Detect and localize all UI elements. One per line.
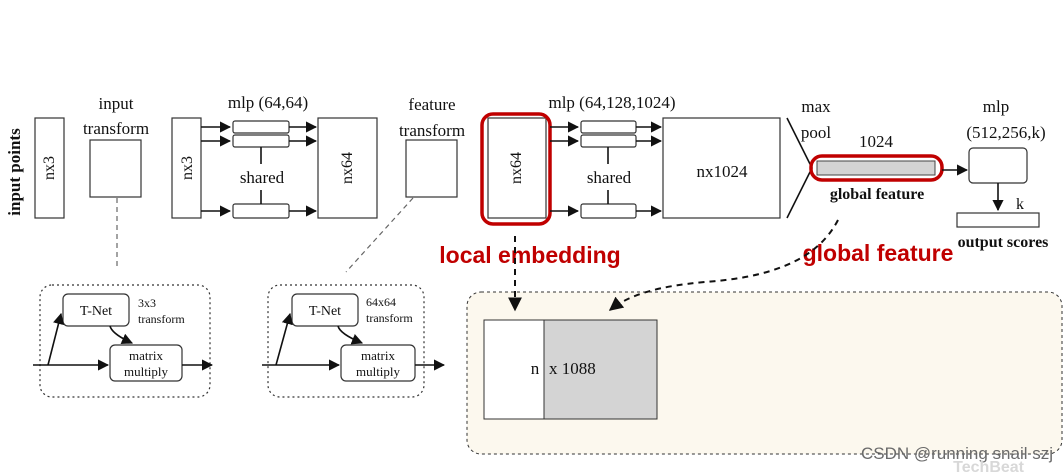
feature-transform-label-1: feature: [408, 95, 455, 114]
feature-tnet-panel: [267, 284, 425, 398]
mlp2-unit-bot: [580, 203, 637, 219]
feature-tnet-label: T-Net: [309, 304, 341, 319]
mlp1-unit-mid: [232, 134, 290, 148]
watermark-text: CSDN @running snail szj: [861, 444, 1053, 463]
mlp3-box: [968, 147, 1028, 184]
input-nx3-box: [34, 117, 65, 219]
local-embedding-highlight: [480, 112, 552, 226]
watermark-logo-text: TechBeat: [953, 459, 1025, 472]
concat-n-label: n: [531, 359, 540, 378]
mlp1-label: mlp (64,64): [228, 93, 308, 112]
transformed-nx3-label: nx3: [179, 156, 196, 180]
concat-dim-label: x 1088: [549, 359, 596, 378]
local-embedding-annotation: local embedding: [439, 242, 620, 268]
input-points-label: input points: [5, 128, 24, 216]
output-scores-label: output scores: [958, 234, 1049, 251]
feature-inset-branch: [275, 312, 293, 366]
mlp2-shared-label: shared: [587, 168, 632, 187]
concat-local-part: [483, 319, 545, 420]
feature-matrix-multiply-box: [340, 344, 416, 382]
max-pool-label-1: max: [801, 97, 831, 116]
feature-transform-box: [405, 139, 458, 198]
global-feature-bar: [816, 160, 936, 176]
input-transform-box: [89, 139, 142, 198]
mlp2-unit-mid: [580, 134, 637, 148]
input-matrix-multiply-1: matrix: [129, 348, 163, 363]
transformed-nx3-box: [171, 117, 202, 219]
global-feature-annotation: global feature: [803, 240, 954, 266]
feature-transform-label-2: transform: [399, 121, 465, 140]
feature-tnet-box: [291, 293, 359, 327]
feature-transform-link: [345, 197, 414, 273]
input-inset-tnet-to-mult: [109, 325, 134, 344]
input-tnet-transform-2: transform: [138, 312, 185, 326]
local-embedding-box: [487, 117, 547, 219]
feature-tnet-transform-2: transform: [366, 311, 413, 325]
global-feature-highlight: [809, 154, 944, 182]
nx1024-box: [662, 117, 781, 219]
nx1024-label: nx1024: [697, 162, 749, 181]
input-tnet-box: [62, 293, 130, 327]
concat-global-part: [543, 319, 658, 420]
input-tnet-label: T-Net: [80, 304, 112, 319]
mlp2-unit-top: [580, 120, 637, 134]
nx64-label: nx64: [339, 152, 356, 184]
mlp3-label-2: (512,256,k): [966, 123, 1045, 142]
mlp1-shared-label: shared: [240, 168, 285, 187]
input-tnet-panel: [39, 284, 211, 398]
k-label: k: [1016, 196, 1024, 213]
mlp1-unit-bot: [232, 203, 290, 219]
feature-tnet-transform-1: 64x64: [366, 295, 396, 309]
feature-matrix-multiply-1: matrix: [361, 348, 395, 363]
feature-matrix-multiply-2: multiply: [356, 364, 401, 379]
input-transform-label-2: transform: [83, 119, 149, 138]
input-transform-label-1: input: [99, 94, 134, 113]
local-embedding-label: nx64: [508, 152, 525, 184]
mlp1-unit-top: [232, 120, 290, 134]
input-matrix-multiply-box: [109, 344, 183, 382]
input-matrix-multiply-2: multiply: [124, 364, 169, 379]
mlp3-label-1: mlp: [983, 97, 1009, 116]
max-pool-label-2: pool: [801, 123, 832, 142]
global-feature-size-label: 1024: [859, 132, 894, 151]
input-nx3-label: nx3: [41, 156, 58, 180]
input-tnet-transform-1: 3x3: [138, 296, 156, 310]
global-feature-label: global feature: [830, 186, 924, 203]
mlp2-label: mlp (64,128,1024): [548, 93, 675, 112]
input-inset-branch: [47, 312, 64, 366]
output-scores-box: [956, 212, 1040, 228]
nx64-box: [317, 117, 378, 219]
feature-inset-tnet-to-mult: [337, 325, 364, 345]
